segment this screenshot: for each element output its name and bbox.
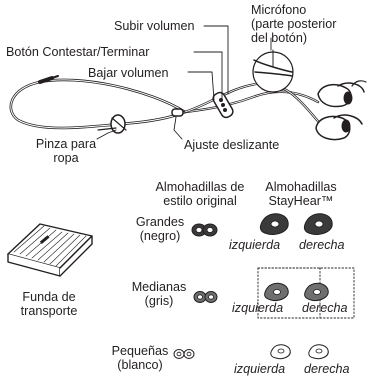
volume-down-label: Bajar volumen	[88, 66, 169, 80]
medium-tips-frame	[257, 267, 355, 319]
size-large-line1: Grandes	[135, 215, 185, 229]
original-tips-small	[173, 349, 195, 359]
slider-label: Ajuste deslizante	[184, 138, 280, 152]
microphone-label-line3: del botón)	[251, 31, 308, 45]
stayhear-tips-header: Almohadillas StayHear™	[256, 180, 346, 208]
slider-bead	[171, 108, 184, 117]
size-medium-label: Medianas (gris)	[126, 280, 192, 308]
earbud-right	[315, 114, 363, 141]
original-tips-header-line2: estilo original	[163, 194, 237, 208]
clothing-clip-label-line1: Pinza para	[35, 137, 97, 151]
stayhear-tips-medium	[264, 282, 329, 301]
answer-end-button-label: Botón Contestar/Terminar	[6, 45, 150, 59]
stayhear-tips-header-line2: StayHear™	[268, 194, 334, 208]
carrying-case	[7, 223, 93, 277]
original-tips-header-line1: Almohadillas de	[155, 180, 245, 194]
medium-right-label: derecha	[302, 301, 348, 315]
small-right-label: derecha	[304, 362, 350, 376]
cable-loop	[9, 78, 187, 130]
size-small-line2: (blanco)	[117, 358, 163, 372]
volume-up-label: Subir volumen	[114, 19, 195, 33]
size-small-label: Pequeñas (blanco)	[108, 344, 172, 372]
stayhear-tips-small	[270, 344, 329, 360]
carrying-case-label: Funda de transporte	[10, 290, 88, 318]
audio-plug	[38, 75, 59, 84]
microphone-label: Micrófono (parte posterior del botón)	[251, 3, 336, 45]
original-tips-large	[191, 223, 218, 237]
small-left-label: izquierda	[234, 362, 286, 376]
clothing-clip	[97, 114, 127, 134]
earbud-cables	[183, 82, 324, 128]
stayhear-tips-large	[259, 213, 333, 235]
microphone-label-line1: Micrófono	[251, 3, 307, 17]
size-large-line2: (negro)	[139, 229, 181, 243]
size-medium-line1: Medianas	[131, 280, 187, 294]
carrying-case-line1: Funda de	[22, 290, 76, 304]
medium-left-label: izquierda	[232, 301, 284, 315]
large-right-label: derecha	[299, 238, 345, 252]
microphone-zoom-circle	[252, 49, 294, 93]
clothing-clip-label-line2: ropa	[53, 151, 79, 165]
carrying-case-line2: transporte	[20, 304, 78, 318]
stayhear-tips-header-line1: Almohadillas	[265, 180, 337, 194]
size-medium-line2: (gris)	[144, 294, 174, 308]
size-large-label: Grandes (negro)	[128, 215, 192, 243]
inline-remote	[212, 91, 234, 119]
microphone-label-line2: (parte posterior	[251, 17, 337, 31]
size-small-line1: Pequeñas	[111, 344, 169, 358]
original-tips-header: Almohadillas de estilo original	[146, 180, 254, 208]
large-left-label: izquierda	[229, 238, 281, 252]
original-tips-medium	[193, 291, 218, 303]
earbud-left	[317, 80, 367, 108]
clothing-clip-label: Pinza para ropa	[30, 137, 102, 165]
leader-lines	[96, 25, 272, 140]
